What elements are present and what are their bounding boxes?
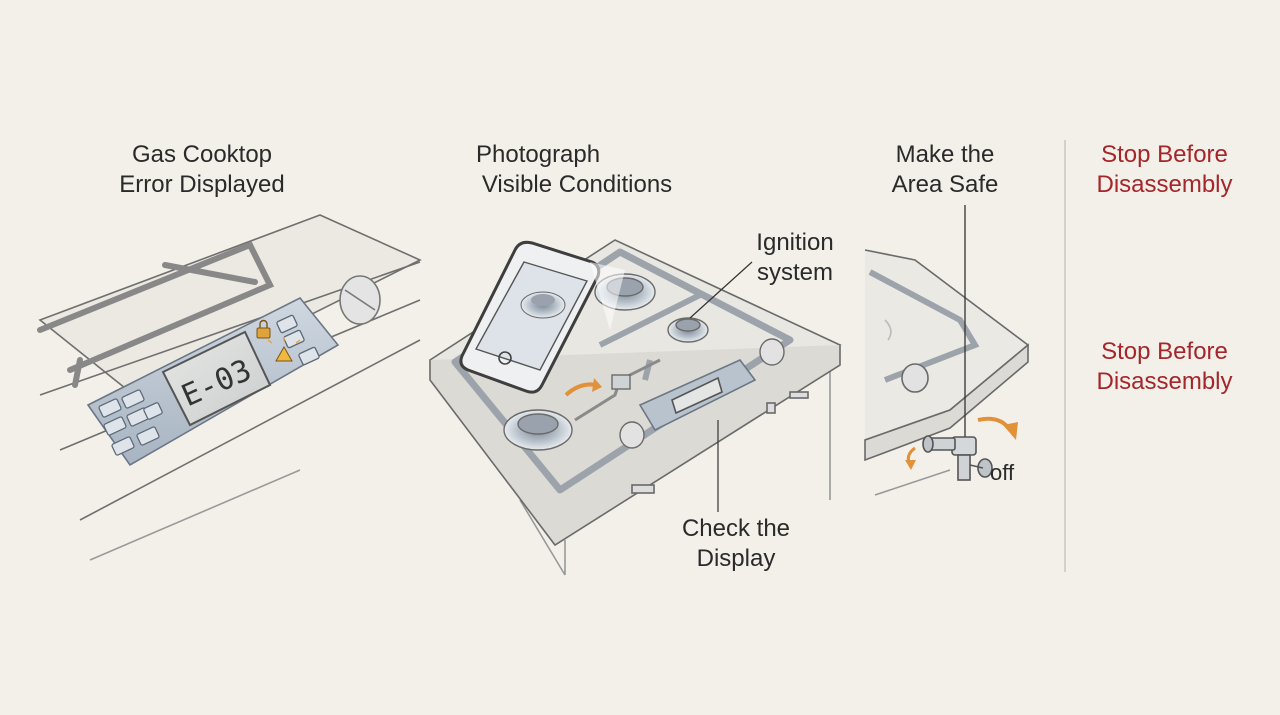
valve-turn-arrows bbox=[905, 416, 1018, 470]
warning-1-line2: Disassembly bbox=[1096, 171, 1233, 198]
panel-2-title-line1: Photograph bbox=[476, 141, 601, 168]
valve-off-text: off bbox=[990, 460, 1015, 485]
callout-display-line1: Check the bbox=[681, 515, 791, 542]
valve-off-label: off bbox=[990, 458, 1030, 488]
callout-ignition-line2: system bbox=[756, 259, 833, 286]
panel-buttons bbox=[98, 314, 320, 456]
panel-3-title-line1: Make the bbox=[895, 141, 995, 168]
panel-2-title-line2: Visible Conditions bbox=[481, 171, 673, 198]
panel-1-title-line2: Error Displayed bbox=[119, 171, 285, 198]
cooktop-corner bbox=[864, 249, 1030, 496]
lock-icon bbox=[256, 319, 271, 339]
panel-3-title: Make the Area Safe bbox=[880, 140, 1010, 200]
warning-stop-before-disassembly-1: Stop Before Disassembly bbox=[1082, 140, 1247, 200]
warning-2-line2: Disassembly bbox=[1096, 368, 1233, 395]
panel-3-title-line2: Area Safe bbox=[891, 171, 999, 198]
smartphone-icon bbox=[459, 240, 625, 394]
callout-check-display: Check the Display bbox=[666, 514, 806, 574]
warning-stop-before-disassembly-2: Stop Before Disassembly bbox=[1082, 337, 1247, 397]
panel-1-title: Gas Cooktop Error Displayed bbox=[112, 140, 292, 200]
callout-display-line2: Display bbox=[696, 545, 776, 572]
callout-ignition-system: Ignition system bbox=[740, 228, 850, 288]
panel-2-title: Photograph Visible Conditions bbox=[462, 140, 692, 200]
warning-icon bbox=[267, 337, 301, 362]
callout-lines bbox=[689, 261, 753, 512]
warning-1-line1: Stop Before bbox=[1101, 141, 1228, 168]
lcd-display bbox=[161, 330, 272, 427]
panel-1-title-line1: Gas Cooktop bbox=[131, 141, 273, 168]
rotate-arrow-icon bbox=[564, 378, 602, 397]
warning-2-line1: Stop Before bbox=[1101, 338, 1228, 365]
callout-ignition-line1: Ignition bbox=[756, 229, 834, 256]
gas-valve-icon bbox=[922, 205, 993, 481]
